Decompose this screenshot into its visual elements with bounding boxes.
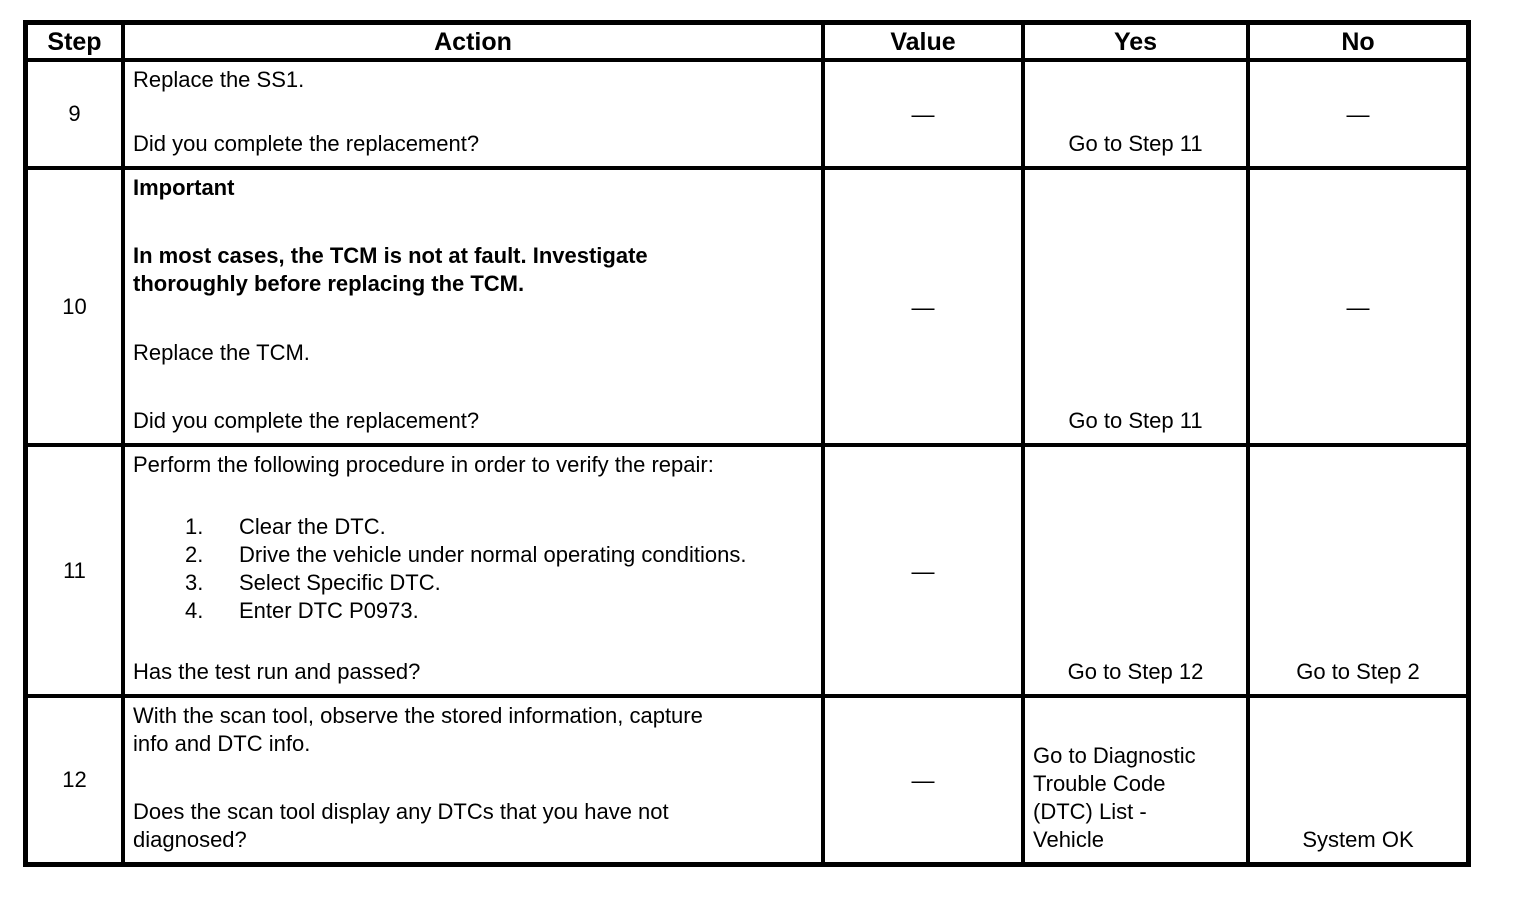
column-header-action: Action xyxy=(125,25,821,58)
step-10-important-heading: Important xyxy=(133,175,235,200)
step-10-value-cell: — xyxy=(825,170,1021,443)
step-12-action-text: With the scan tool, observe the stored i… xyxy=(133,703,703,756)
list-item-text: Select Specific DTC. xyxy=(239,569,441,595)
step-9-no-cell: — xyxy=(1250,62,1466,166)
step-10-important-note: In most cases, the TCM is not at fault. … xyxy=(133,243,648,297)
list-item-number: 2. xyxy=(185,541,204,567)
list-item-number: 1. xyxy=(185,513,204,539)
step-10-action-text: Replace the TCM. xyxy=(133,339,310,365)
column-header-no: No xyxy=(1250,25,1466,58)
list-item: 2. Drive the vehicle under normal operat… xyxy=(133,541,811,569)
step-11-yes-cell: Go to Step 12 xyxy=(1025,447,1246,694)
step-11-action-intro: Perform the following procedure in order… xyxy=(133,452,714,477)
list-item: 4. Enter DTC P0973. xyxy=(133,597,811,625)
step-11-value-cell: — xyxy=(825,447,1021,694)
list-item-text: Enter DTC P0973. xyxy=(239,597,419,623)
column-header-step: Step xyxy=(28,25,121,58)
diagnostic-steps-table: Step Action Value Yes No 9 Replace the S… xyxy=(23,20,1471,867)
step-10-yes-cell: Go to Step 11 xyxy=(1025,170,1246,443)
step-9-yes-cell: Go to Step 11 xyxy=(1025,62,1246,166)
list-item: 3. Select Specific DTC. xyxy=(133,569,811,597)
step-9-action-cell: Replace the SS1. Did you complete the re… xyxy=(125,62,821,166)
step-11-action-question: Has the test run and passed? xyxy=(133,659,421,684)
step-11-no-cell: Go to Step 2 xyxy=(1250,447,1466,694)
step-10-action-cell: Important In most cases, the TCM is not … xyxy=(125,170,821,443)
step-12-value-cell: — xyxy=(825,698,1021,862)
step-12-action-question: Does the scan tool display any DTCs that… xyxy=(133,799,669,852)
step-12-yes-cell: Go to Diagnostic Trouble Code (DTC) List… xyxy=(1025,698,1246,862)
step-9-action-text: Replace the SS1. xyxy=(133,67,305,92)
step-12-number-cell: 12 xyxy=(28,698,121,862)
step-12-action-cell: With the scan tool, observe the stored i… xyxy=(125,698,821,862)
step-11-procedure-list: 1. Clear the DTC. 2. Drive the vehicle u… xyxy=(133,513,811,625)
step-10-number-cell: 10 xyxy=(28,170,121,443)
step-9-number-cell: 9 xyxy=(28,62,121,166)
step-10-no-cell: — xyxy=(1250,170,1466,443)
step-9-action-question: Did you complete the replacement? xyxy=(133,131,480,156)
step-11-action-cell: Perform the following procedure in order… xyxy=(125,447,821,694)
step-12-no-cell: System OK xyxy=(1250,698,1466,862)
column-header-value: Value xyxy=(825,25,1021,58)
list-item-number: 3. xyxy=(185,569,204,595)
column-header-yes: Yes xyxy=(1025,25,1246,58)
step-11-number-cell: 11 xyxy=(28,447,121,694)
list-item-number: 4. xyxy=(185,597,204,623)
step-9-value-cell: — xyxy=(825,62,1021,166)
list-item: 1. Clear the DTC. xyxy=(133,513,811,541)
list-item-text: Clear the DTC. xyxy=(239,513,386,539)
step-10-action-question: Did you complete the replacement? xyxy=(133,407,480,433)
list-item-text: Drive the vehicle under normal operating… xyxy=(239,541,747,567)
